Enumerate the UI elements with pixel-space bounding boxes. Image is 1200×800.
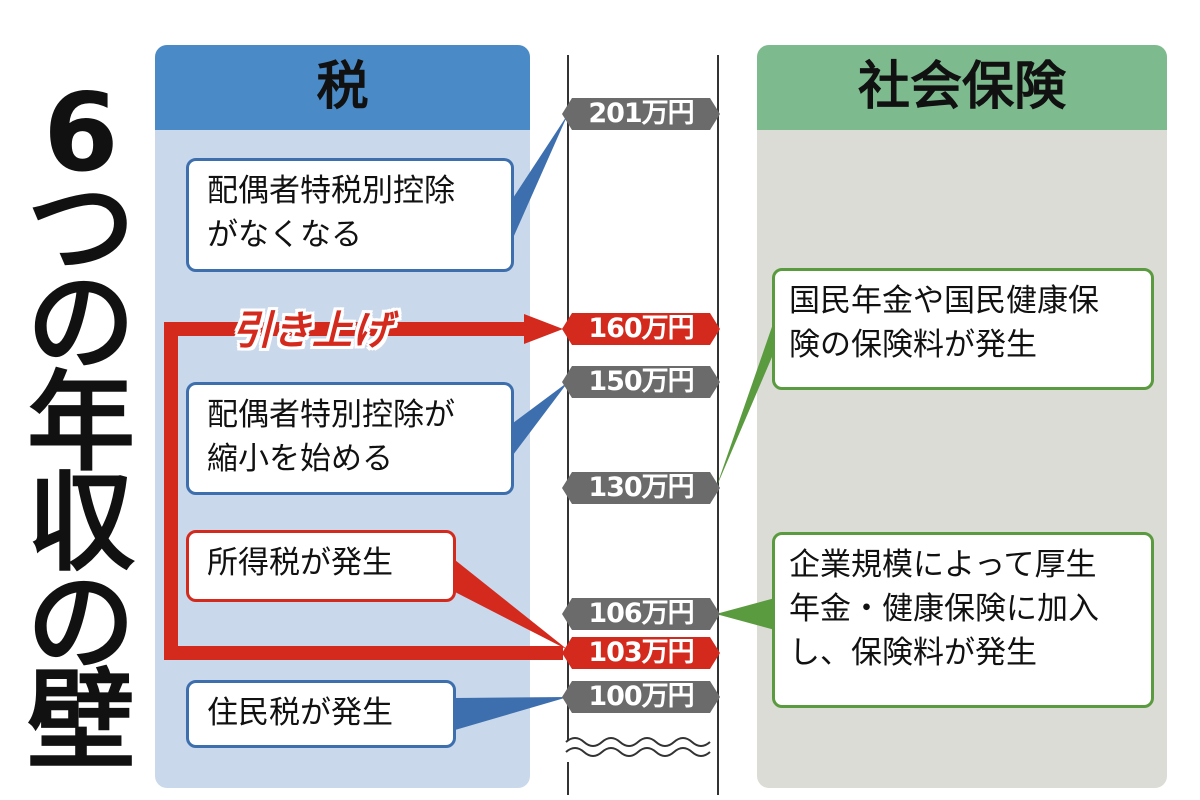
title-char: の [26,561,135,686]
threshold-103: 103万円 [562,637,720,669]
box-text-line: がなくなる [207,217,362,253]
callout-pointer-201 [513,114,568,238]
callout-pointer-103 [455,560,568,650]
threshold-130: 130万円 [562,472,720,504]
column-break-line-bottom [565,747,711,757]
income-column [567,55,719,795]
box-text-line: 所得税が発生 [207,545,393,581]
box-text-line: 住民税が発生 [207,695,393,731]
callout-pointer-106 [716,598,775,630]
social-box-employee-insurance: 企業規模によって厚生 年金・健康保険に加入 し、保険料が発生 [772,532,1154,708]
title-char: つ [26,166,135,291]
threshold-106: 106万円 [562,598,720,630]
title-char: 6 [43,71,119,196]
box-text-line: 年金・健康保険に加入 [789,591,1099,627]
callout-pointer-150 [513,382,568,455]
threshold-201: 201万円 [562,98,720,130]
title-char: 壁 [26,659,135,784]
threshold-150: 150万円 [562,366,720,398]
raise-label: 引き上げ [232,308,392,354]
box-text-line: 企業規模によって厚生 [789,547,1097,583]
social-box-national-pension: 国民年金や国民健康保 険の保険料が発生 [772,268,1154,390]
callout-pointer-100 [455,697,568,730]
threshold-100: 100万円 [562,681,720,713]
threshold-160: 160万円 [562,313,720,345]
title-char: 収 [26,461,135,586]
box-text-line: 縮小を始める [207,441,393,477]
tax-box-resident-tax: 住民税が発生 [186,680,456,748]
tax-box-income-tax: 所得税が発生 [186,530,456,602]
box-text-line: 国民年金や国民健康保 [789,283,1099,319]
tax-header-label: 税 [316,57,369,117]
box-text-line: し、保険料が発生 [789,635,1037,671]
box-text-line: 配偶者特別控除が [207,397,455,433]
social-insurance-header: 社会保険 [757,45,1167,130]
title-char: の [26,261,135,386]
column-break-line-top [565,737,711,747]
raise-bracket [164,322,563,660]
raise-arrow-head [524,314,563,344]
tax-box-spouse-special-removed: 配偶者特税別控除 がなくなる [186,158,514,272]
box-text-line: 険の保険料が発生 [789,327,1037,363]
title-char: 年 [26,361,135,486]
tax-box-spouse-special-shrinks: 配偶者特別控除が 縮小を始める [186,382,514,495]
callout-pointer-130 [716,318,775,488]
social-insurance-header-label: 社会保険 [857,57,1066,117]
tax-header: 税 [155,45,530,130]
box-text-line: 配偶者特税別控除 [207,173,455,209]
